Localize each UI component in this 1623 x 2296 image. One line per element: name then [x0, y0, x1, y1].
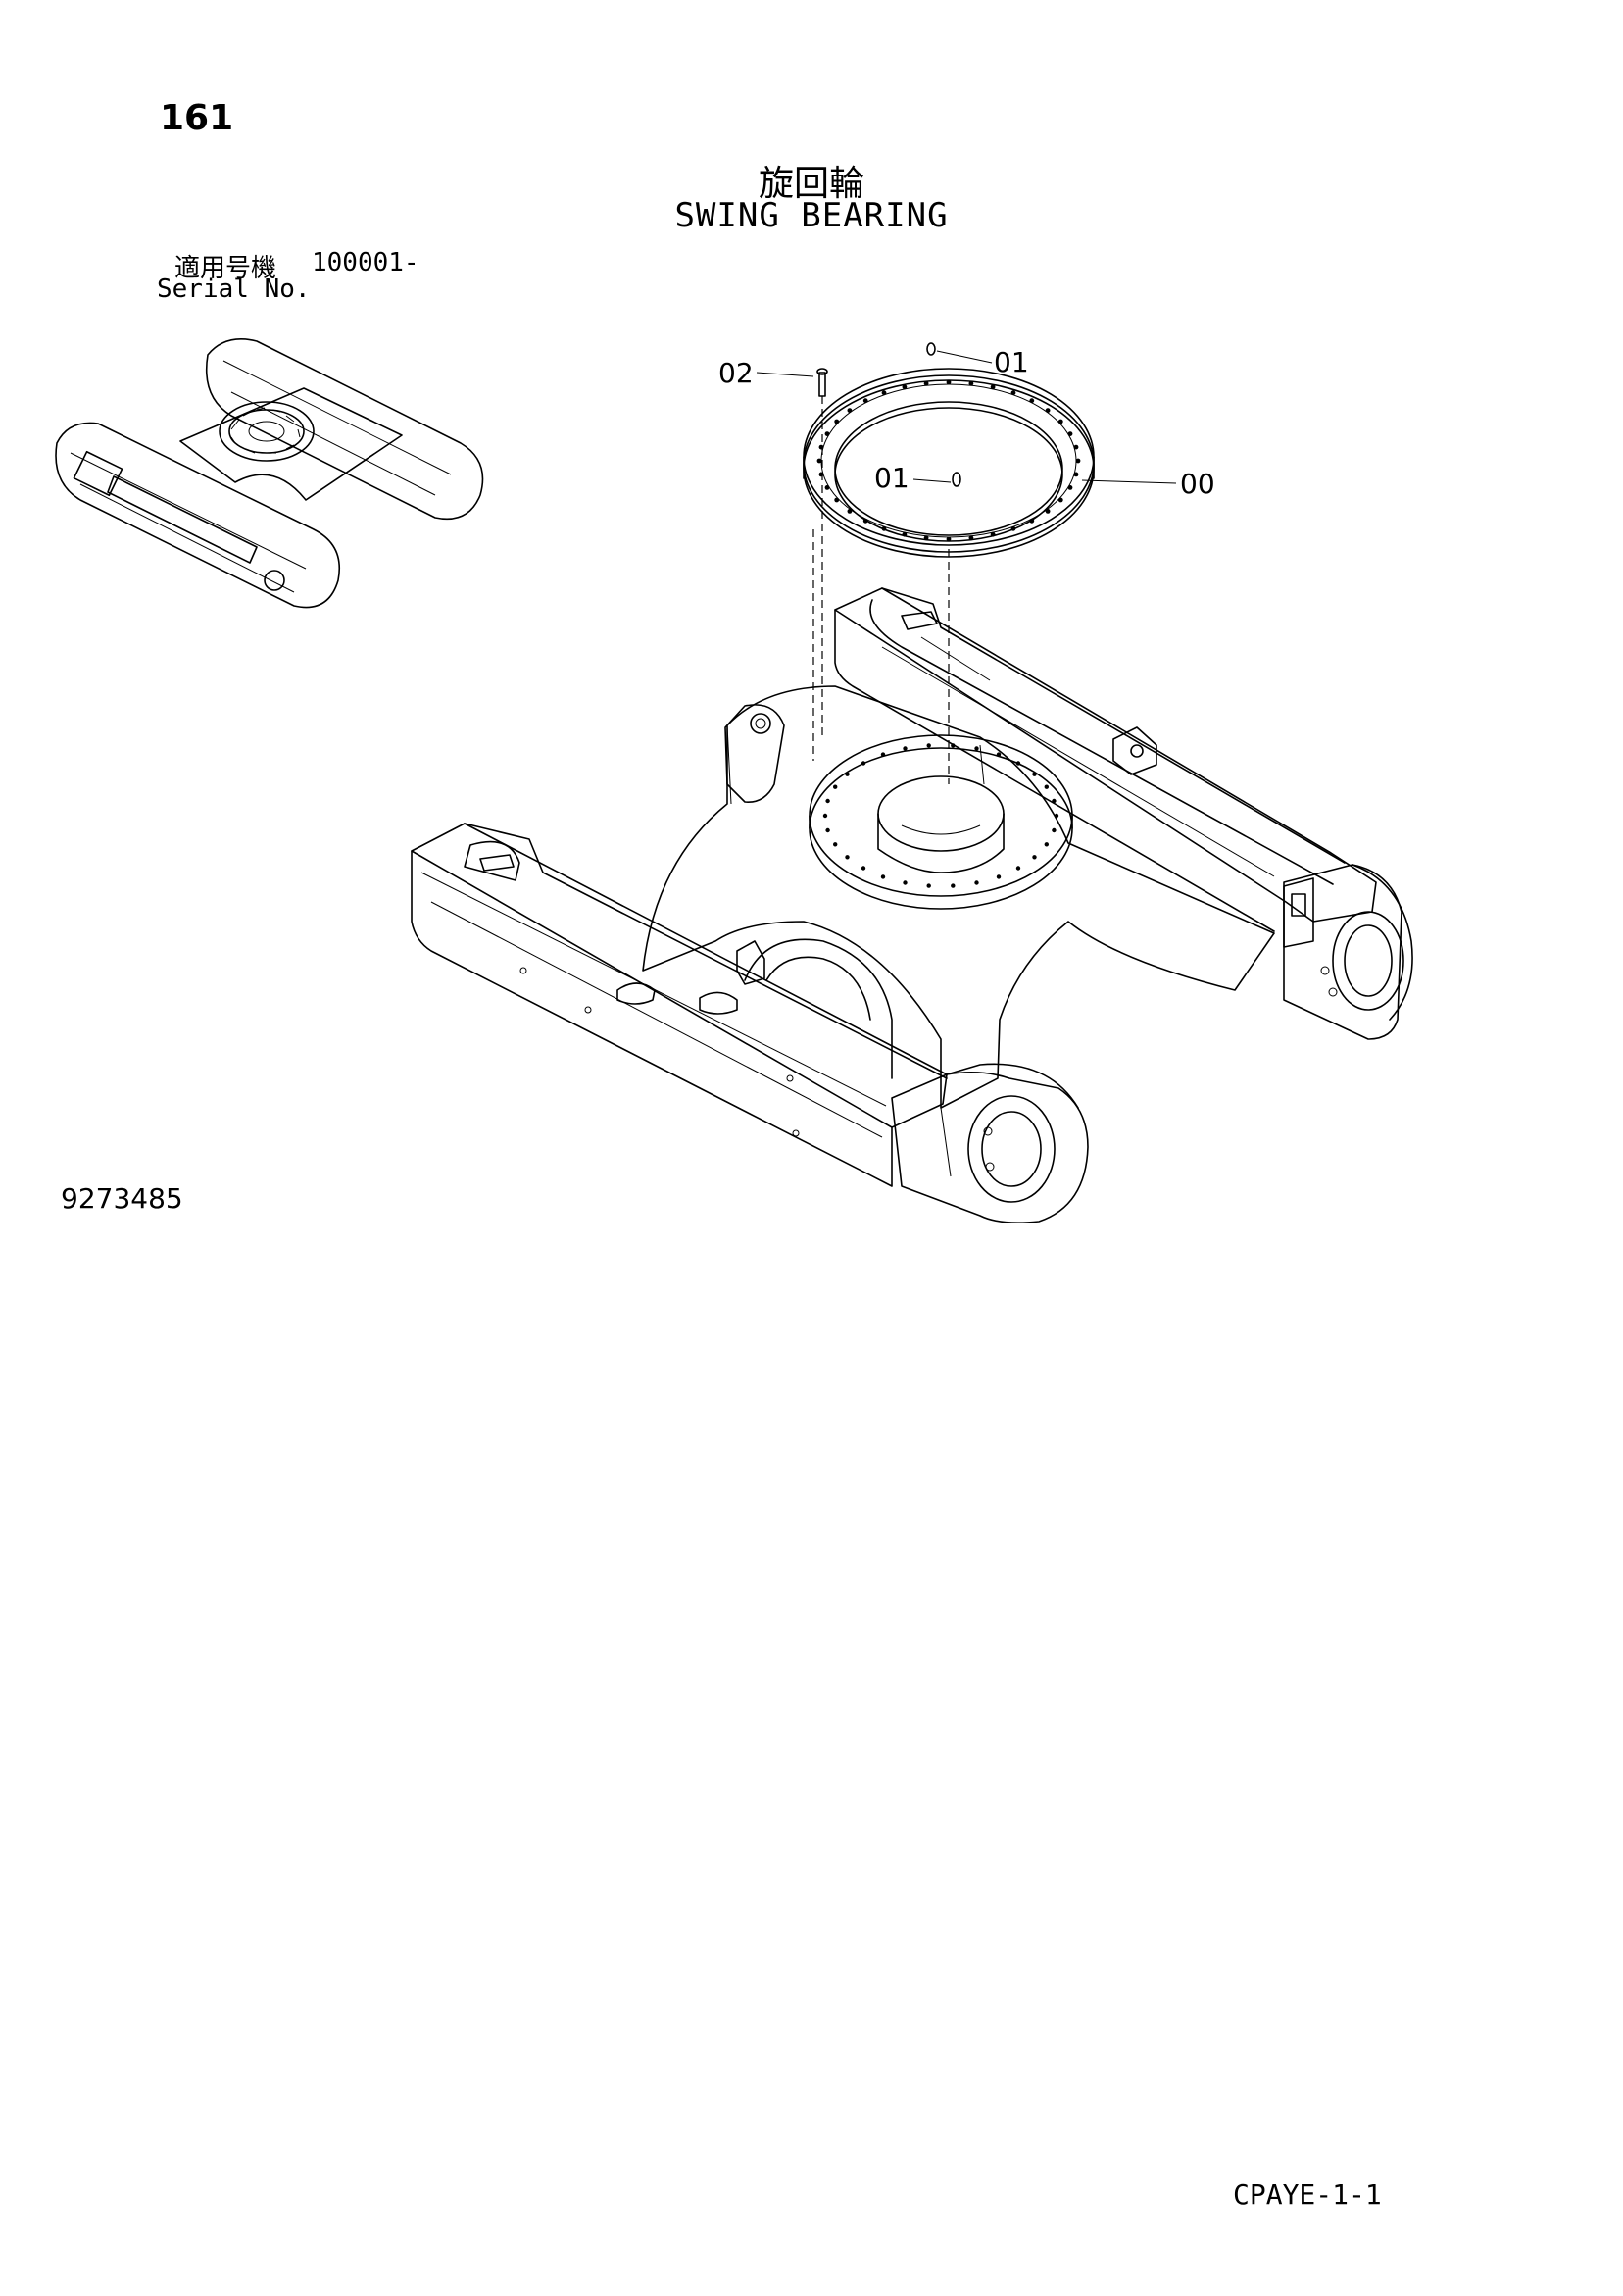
ring-bolt-hole — [824, 485, 830, 490]
seat-bolt-hole — [926, 883, 931, 888]
ring-bolt-hole — [1057, 497, 1063, 503]
ring-bolt-hole — [990, 531, 996, 537]
seat-bolt-hole — [833, 784, 838, 789]
ring-bolt-hole — [862, 398, 868, 404]
seat-bolt-hole — [861, 761, 866, 766]
ring-bolt-hole — [968, 380, 974, 386]
ring-bolt-hole — [816, 458, 822, 464]
serial-range: 100001- — [312, 248, 419, 277]
ring-bolt-hole — [968, 535, 974, 541]
ring-bolt-hole — [1010, 525, 1016, 531]
callout-label-02: 02 — [718, 357, 754, 389]
ring-bolt-hole — [902, 384, 908, 390]
callout-leaders — [756, 350, 1177, 484]
swing-bearing-ring — [803, 368, 1095, 558]
serial-label-japanese: 適用号機 — [174, 254, 277, 283]
seat-bolt-hole — [833, 842, 838, 847]
bolt-part-02 — [816, 368, 828, 397]
seat-bolt-hole — [822, 813, 828, 819]
ring-bolt-hole — [1010, 390, 1016, 396]
seat-bolt-hole — [1052, 827, 1057, 833]
seat-bolt-hole — [845, 772, 850, 776]
ring-bolt-hole — [946, 536, 952, 542]
seat-bolt-hole — [861, 866, 866, 871]
seat-bolt-hole — [825, 798, 830, 804]
ring-bolt-hole — [847, 408, 853, 413]
seat-bolt-hole — [1044, 784, 1050, 789]
seat-bolt-hole — [903, 880, 908, 885]
seat-bolt-hole — [951, 883, 956, 888]
ring-bolt-hole — [1045, 408, 1051, 413]
ring-bolt-hole — [834, 419, 840, 424]
ring-bolt-hole — [1067, 431, 1073, 436]
seat-bolt-hole — [1044, 842, 1050, 847]
page-title-english: SWING BEARING — [674, 196, 949, 235]
seat-bolt-hole — [996, 874, 1002, 879]
seat-bolt-hole — [951, 743, 956, 748]
overview-thumbnail — [55, 338, 484, 609]
seat-bolt-hole — [1032, 855, 1037, 860]
ring-bolt-hole — [923, 535, 929, 541]
ring-bolt-hole — [1075, 458, 1081, 464]
ring-bolt-hole — [990, 384, 996, 390]
ring-bolt-hole — [1057, 419, 1063, 424]
ring-bolt-hole — [902, 531, 908, 537]
ring-bolt-hole — [818, 444, 824, 450]
callout-label-01-inner: 01 — [874, 462, 910, 494]
seat-bolt-hole — [974, 746, 979, 751]
seat-bolt-hole — [1015, 761, 1021, 766]
seat-bolt-hole — [903, 746, 908, 751]
seat-bolt-hole — [1015, 866, 1021, 871]
ring-bolt-hole — [881, 390, 887, 396]
ring-bolt-hole — [847, 509, 853, 514]
page-title-japanese: 旋回輪 — [758, 164, 864, 204]
ring-bolt-hole — [862, 518, 868, 524]
ring-bolt-hole — [1067, 485, 1073, 490]
seat-bolt-hole — [974, 880, 979, 885]
ring-bolt-hole — [1073, 444, 1079, 450]
ring-bolt-hole — [1073, 472, 1079, 477]
seat-bolt-hole — [1052, 798, 1057, 804]
ring-bolt-hole — [1045, 509, 1051, 514]
plug-part-01-inner — [952, 472, 961, 487]
ring-bolt-hole — [1029, 518, 1035, 524]
seat-bolt-hole — [926, 743, 931, 748]
undercarriage-frame — [411, 587, 1413, 1223]
plug-part-01-top — [926, 342, 936, 356]
seat-bolt-hole — [1054, 813, 1059, 819]
ring-bolt-hole — [1029, 398, 1035, 404]
ring-bolt-hole — [818, 472, 824, 477]
assembly-guide-lines — [812, 396, 950, 784]
callout-label-00: 00 — [1180, 468, 1215, 500]
drawing-number: 9273485 — [61, 1182, 183, 1215]
ring-bolt-hole — [834, 497, 840, 503]
seat-bolt-hole — [996, 752, 1002, 757]
seat-bolt-hole — [880, 874, 886, 879]
ring-bolt-hole — [824, 431, 830, 436]
seat-bolt-hole — [825, 827, 830, 833]
catalog-code: CPAYE-1-1 — [1233, 2178, 1382, 2211]
ring-bolt-hole — [881, 525, 887, 531]
callout-label-01-top: 01 — [994, 346, 1029, 378]
page-number: 161 — [160, 98, 234, 138]
seat-bolt-hole — [1032, 772, 1037, 776]
ring-bolt-hole — [923, 380, 929, 386]
seat-bolt-hole — [845, 855, 850, 860]
ring-bolt-hole — [946, 379, 952, 385]
serial-label-english: Serial No. — [157, 275, 311, 304]
seat-bolt-hole — [880, 752, 886, 757]
